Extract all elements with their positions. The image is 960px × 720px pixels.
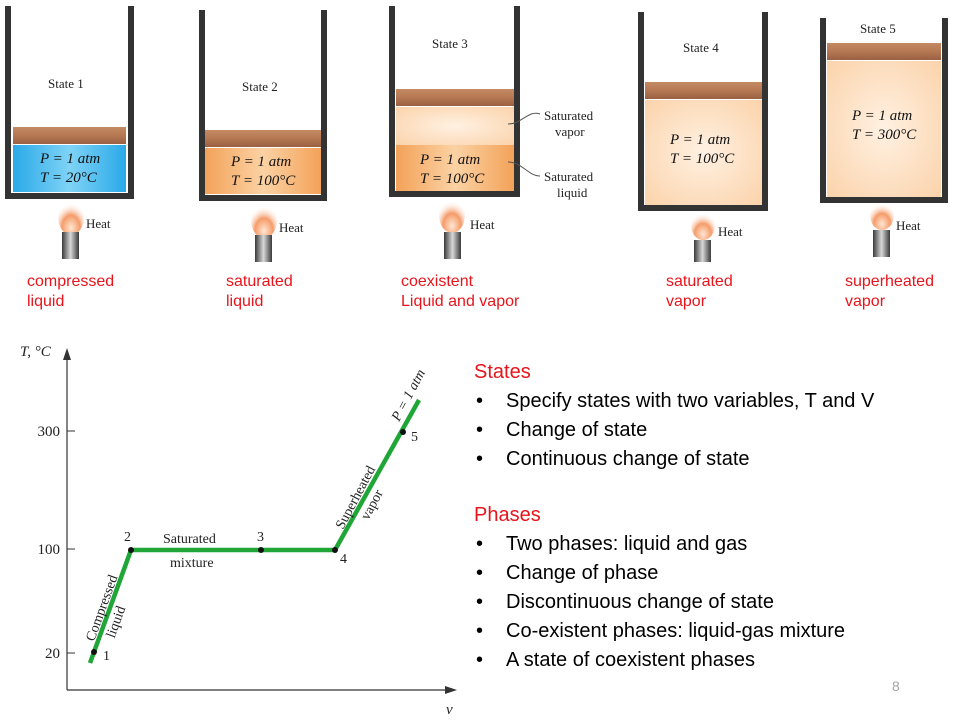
phases-item-2: Change of phase — [474, 559, 954, 588]
state-5-label: superheated vapor — [845, 272, 934, 312]
callout-saturated-vapor: Saturated vapor — [544, 108, 596, 139]
region-mixture-line2: mixture — [170, 556, 214, 571]
phases-item-5: A state of coexistent phases — [474, 646, 954, 675]
region-mixture-line1: Saturated — [163, 532, 216, 547]
state-4-heat-label: Heat — [718, 224, 743, 239]
state-3-flame — [439, 197, 465, 233]
state-3-label-line1: coexistent — [401, 273, 474, 290]
states-heading: States — [474, 361, 531, 383]
y-tick-label-100: 100 — [38, 542, 61, 558]
state-2-temperature: T = 100°C — [231, 173, 296, 189]
state-4-temperature: T = 100°C — [670, 151, 735, 167]
state-2-label: saturated liquid — [226, 272, 293, 312]
phases-heading: Phases — [474, 504, 541, 526]
state-2-flame — [251, 202, 277, 238]
piston-cylinder-illustration: State 1 P = 1 atm T = 20°C Heat State 2 … — [5, 6, 948, 262]
state-1-label-line1: compressed — [27, 273, 115, 290]
state-5-title: State 5 — [860, 21, 896, 36]
t-v-diagram: T, °C v 300 100 20 1 2 3 4 5 Compressed … — [20, 344, 457, 718]
callout-saturated-liquid-line2: liquid — [557, 185, 588, 200]
state-5-heat-label: Heat — [896, 218, 921, 233]
state-3-burner — [444, 232, 461, 259]
page-number: 8 — [892, 678, 900, 694]
state-4-flame — [691, 210, 715, 240]
process-line — [87, 398, 421, 664]
notes-panel: States Specify states with two variables… — [474, 358, 954, 675]
callout-saturated-liquid: Saturated liquid — [544, 169, 596, 200]
x-axis-arrow — [445, 686, 457, 694]
saturated-vapor-leader — [507, 112, 541, 125]
state-4-label: saturated vapor — [666, 272, 733, 312]
state-3-title: State 3 — [432, 36, 468, 51]
state-5-label-line2: vapor — [845, 293, 886, 310]
callout-saturated-vapor-line1: Saturated — [544, 108, 594, 123]
states-item-2: Change of state — [474, 416, 954, 445]
state-1-label: compressed liquid — [27, 272, 114, 312]
state-4-label-line2: vapor — [666, 293, 707, 310]
point-label-2: 2 — [124, 530, 131, 545]
state-2-cylinder: State 2 P = 1 atm T = 100°C Heat — [199, 10, 327, 262]
state-5-flame — [870, 200, 894, 230]
state-3-pressure: P = 1 atm — [419, 152, 480, 168]
state-5-label-line1: superheated — [845, 273, 934, 290]
states-item-3: Continuous change of state — [474, 445, 954, 474]
callout-saturated-liquid-line1: Saturated — [544, 169, 594, 184]
region-saturated-mixture: Saturated mixture — [163, 532, 219, 571]
state-4-cylinder: State 4 P = 1 atm T = 100°C Heat — [638, 12, 768, 262]
state-point-1 — [91, 649, 97, 655]
state-1-burner — [62, 232, 79, 259]
y-tick-label-300: 300 — [38, 424, 61, 440]
state-3-heat-label: Heat — [470, 217, 495, 232]
states-item-1: Specify states with two variables, T and… — [474, 387, 954, 416]
state-3-cylinder: State 3 P = 1 atm T = 100°C Saturated va… — [389, 6, 596, 259]
state-4-label-line1: saturated — [666, 273, 733, 290]
state-5-cylinder: State 5 P = 1 atm T = 300°C Heat — [820, 18, 948, 257]
state-point-3 — [258, 547, 264, 553]
state-point-2 — [128, 547, 134, 553]
point-label-5: 5 — [411, 430, 418, 445]
state-1-label-line2: liquid — [27, 293, 65, 310]
point-label-1: 1 — [103, 649, 110, 664]
state-3-label-line2: Liquid and vapor — [401, 293, 520, 310]
state-1-flame — [58, 199, 84, 235]
state-2-heat-label: Heat — [279, 220, 304, 235]
state-4-pressure: P = 1 atm — [669, 132, 730, 148]
state-3-label: coexistent Liquid and vapor — [401, 272, 519, 312]
saturated-liquid-leader — [507, 161, 541, 177]
x-axis-label: v — [446, 702, 453, 718]
phases-item-1: Two phases: liquid and gas — [474, 530, 954, 559]
callout-saturated-vapor-line2: vapor — [555, 124, 585, 139]
state-point-5 — [400, 429, 406, 435]
state-1-title: State 1 — [48, 76, 84, 91]
state-1-cylinder: State 1 P = 1 atm T = 20°C Heat — [5, 6, 134, 259]
point-label-4: 4 — [340, 552, 347, 567]
state-1-temperature: T = 20°C — [40, 170, 98, 186]
state-point-4 — [332, 547, 338, 553]
y-tick-label-20: 20 — [45, 646, 60, 662]
y-axis-arrow — [63, 348, 71, 360]
state-2-pressure: P = 1 atm — [230, 154, 291, 170]
phases-item-4: Co-existent phases: liquid-gas mixture — [474, 617, 954, 646]
state-2-label-line1: saturated — [226, 273, 293, 290]
state-4-burner — [694, 240, 711, 262]
state-5-pressure: P = 1 atm — [851, 108, 912, 124]
state-5-burner — [873, 230, 890, 257]
state-2-label-line2: liquid — [226, 293, 264, 310]
state-1-pressure: P = 1 atm — [39, 151, 100, 167]
phases-item-3: Discontinuous change of state — [474, 588, 954, 617]
y-axis-label: T, °C — [20, 344, 52, 360]
state-1-heat-label: Heat — [86, 216, 111, 231]
state-2-burner — [255, 235, 272, 262]
state-3-temperature: T = 100°C — [420, 171, 485, 187]
state-5-temperature: T = 300°C — [852, 127, 917, 143]
state-4-title: State 4 — [683, 40, 719, 55]
point-label-3: 3 — [257, 530, 264, 545]
state-2-title: State 2 — [242, 79, 278, 94]
